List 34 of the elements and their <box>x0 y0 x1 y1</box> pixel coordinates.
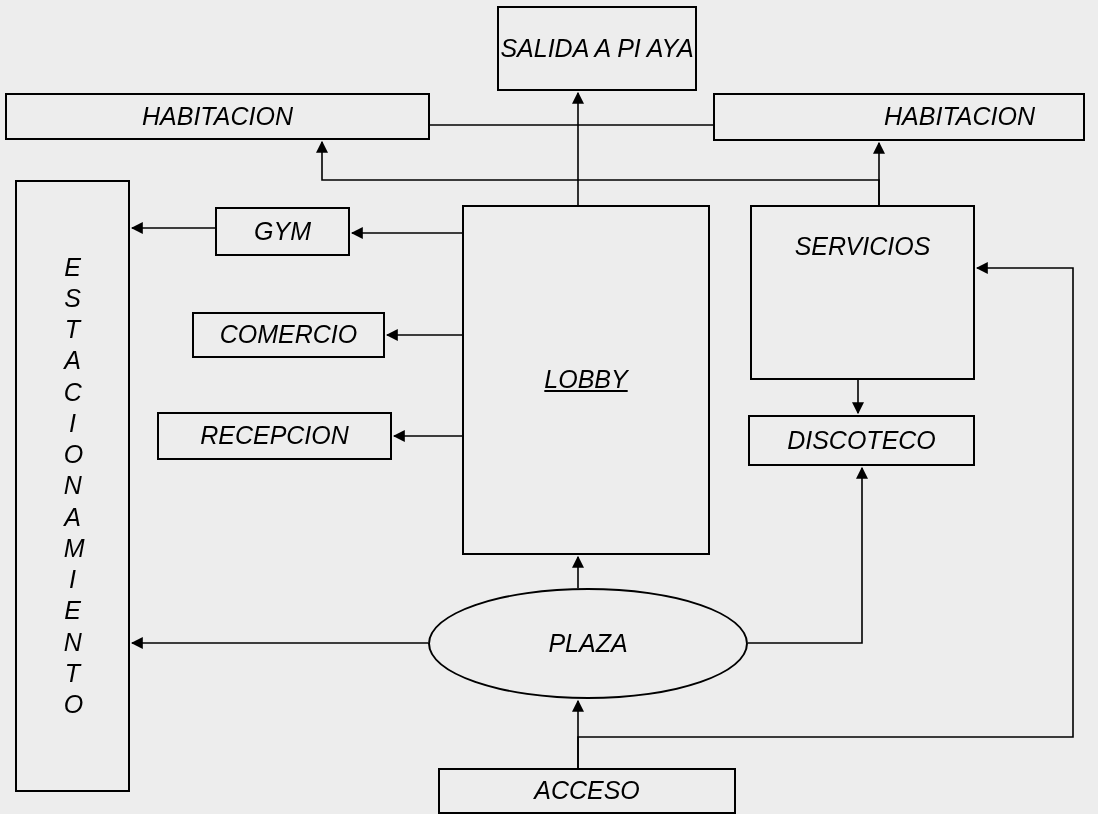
arrow <box>747 466 868 644</box>
arrow <box>130 222 216 234</box>
ellipse-node <box>428 588 748 699</box>
arrow <box>572 91 584 206</box>
node-label: HABITACION <box>884 101 1035 133</box>
arrow <box>572 555 584 589</box>
node-label: PLAZA <box>548 627 628 659</box>
arrow <box>392 430 463 442</box>
box-node <box>215 207 350 256</box>
box-node <box>748 415 975 466</box>
node-label: ACCESO <box>534 775 640 807</box>
arrow <box>577 262 1074 769</box>
node-label: GYM <box>254 215 311 247</box>
arrow <box>385 329 463 341</box>
arrow <box>130 637 429 649</box>
node-label: LOBBY <box>544 364 628 396</box>
box-node <box>438 768 736 814</box>
node-label: COMERCIO <box>219 319 358 351</box>
box-node <box>750 205 975 380</box>
node-label: RECEPCION <box>200 420 349 452</box>
box-node <box>462 205 710 555</box>
box-node <box>5 93 430 140</box>
box-node <box>192 312 385 358</box>
arrow <box>873 141 885 206</box>
box-node <box>713 93 1085 141</box>
node-label: SERVICIOS <box>794 231 931 262</box>
arrow <box>350 227 463 239</box>
node-label: DISCOTECO <box>787 424 936 456</box>
node-label: HABITACION <box>142 100 293 132</box>
box-node <box>157 412 392 460</box>
node-label: SALIDA A PI AYA <box>500 32 694 64</box>
box-node <box>497 6 697 91</box>
box-node <box>15 180 130 792</box>
arrow <box>852 379 864 415</box>
